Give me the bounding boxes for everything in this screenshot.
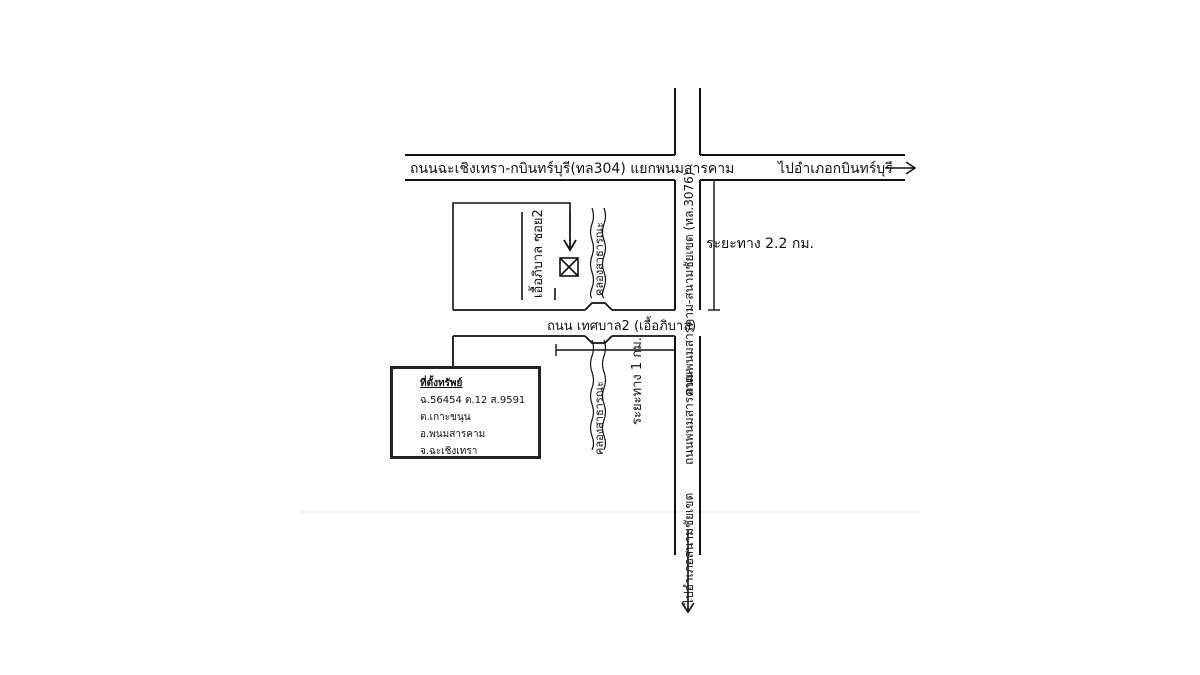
municipal-road-label: ถนน เทศบาล2 (เอื้อภิบาล) (547, 316, 696, 334)
municipal-road (452, 302, 675, 366)
to-kabinburi-label: ไปอำเภอกบินทร์บุรี (777, 160, 893, 177)
canal-lower-label: คลองสาธารณะ (593, 381, 606, 455)
arrow-right-icon (885, 161, 917, 175)
canal-upper-label: คลองสาธารณะ (593, 222, 606, 296)
main-road (405, 154, 905, 181)
to-sanamchaikhet-label: ไปอำเภอสนามชัยเขต (682, 493, 696, 606)
canal-upper (589, 207, 607, 299)
property-pointer-arrow (563, 212, 577, 252)
property-deed: ฉ.56454 ต.12 ส.9591 (420, 395, 526, 406)
arrow-down-icon (681, 530, 695, 614)
vertical-road-upper-label: ถนนพนมสารคาม-สนามชัยเขต (ทล.3076) (682, 172, 696, 395)
property-district: อ.พนมสารคาม (420, 429, 486, 440)
soi-label: เอื้อภิบาล ซอย2 (528, 209, 546, 298)
distance-property-label: ระยะทาง 1 กม. (630, 337, 645, 425)
distance-marker-vertical (708, 179, 720, 311)
distance-junction-label: ระยะทาง 2.2 กม. (706, 236, 814, 252)
vertical-road-lower-label: ถนนพนมสารคาม- (682, 370, 696, 465)
distance-marker-horizontal (555, 344, 676, 356)
canal-lower (589, 339, 607, 451)
vertical-road (674, 88, 701, 555)
main-road-label: ถนนฉะเชิงเทรา-กบินทร์บุรี(ทล304) แยกพนมส… (410, 160, 734, 177)
property-province: จ.ฉะเชิงเทรา (420, 446, 478, 457)
property-info-box: ที่ตั้งทรัพย์ ฉ.56454 ต.12 ส.9591 ต.เกาะ… (390, 366, 541, 459)
property-info-title: ที่ตั้งทรัพย์ (420, 378, 463, 389)
property-subdistrict: ต.เกาะขนุน (420, 412, 471, 423)
soi-road (452, 202, 571, 310)
property-marker-icon (559, 257, 579, 277)
